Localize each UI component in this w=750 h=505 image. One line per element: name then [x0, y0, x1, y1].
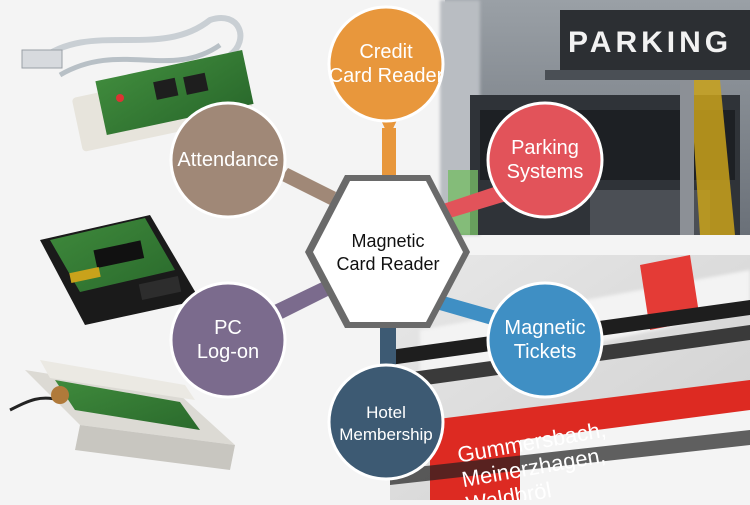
parking-systems-label: Parking Systems [475, 136, 615, 184]
hotel-membership-label: Hotel Membership [316, 402, 456, 446]
node-credit-card-reader [327, 5, 445, 123]
connectors [272, 118, 510, 368]
parking-systems-line-1: Parking [511, 137, 579, 159]
center-label: Magnetic Card Reader [318, 230, 458, 276]
nodes [169, 5, 604, 481]
magnetic-tickets-line-1: Magnetic [504, 317, 586, 339]
center-label-line-1: Magnetic [351, 231, 425, 251]
hotel-membership-line-1: Hotel [366, 403, 406, 422]
usb-card-reader-photo [21, 15, 254, 152]
attendance-label: Attendance [158, 148, 298, 172]
slot-reader-photo [9, 360, 235, 470]
node-hotel-membership [327, 363, 445, 481]
attendance-line-1: Attendance [177, 149, 279, 171]
node-magnetic-tickets [486, 281, 604, 399]
credit-card-reader-label: Credit Card Reader [316, 40, 456, 88]
credit-card-reader-line-2: Card Reader [328, 65, 444, 87]
node-attendance [169, 101, 287, 219]
parking-sign: PARKING [568, 26, 732, 59]
parking-systems-line-2: Systems [506, 161, 584, 183]
center-label-line-2: Card Reader [336, 254, 440, 274]
magnetic-tickets-line-2: Tickets [513, 341, 577, 363]
pc-log-on-line-2: Log-on [196, 341, 260, 363]
magnetic-tickets-label: Magnetic Tickets [475, 316, 615, 364]
pc-log-on-label: PC Log-on [158, 316, 298, 364]
pcb-reader-photo [40, 215, 200, 325]
hotel-membership-line-2: Membership [339, 425, 433, 444]
node-pc-log-on [169, 281, 287, 399]
node-parking-systems [486, 101, 604, 219]
pc-log-on-line-1: PC [214, 317, 242, 339]
credit-card-reader-line-1: Credit [359, 41, 413, 63]
center-hexagon [305, 175, 470, 328]
